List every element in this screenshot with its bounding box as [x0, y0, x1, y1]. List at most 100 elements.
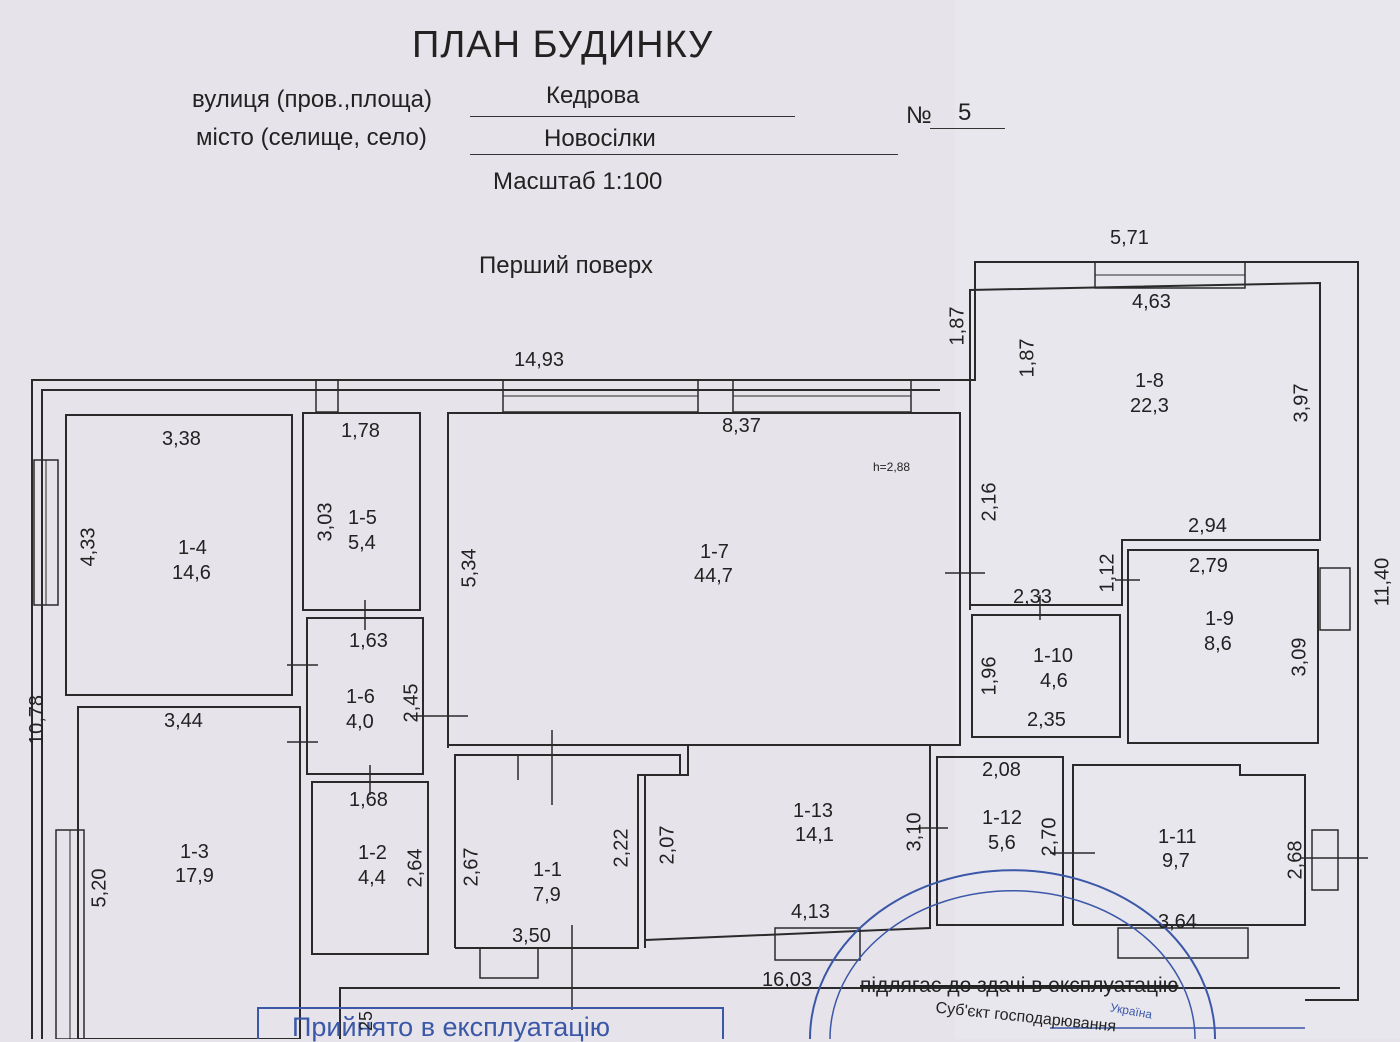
dim-r19-h: 3,09 — [1288, 637, 1311, 677]
dim-r15-w: 1,78 — [341, 420, 380, 442]
dim-r11-w: 3,50 — [512, 925, 551, 947]
paper-fold-shade — [955, 0, 1400, 1039]
dim-r19-w: 2,79 — [1189, 555, 1228, 577]
number-underline — [930, 128, 1005, 129]
dim-notch: 1,87 — [946, 306, 969, 346]
room-1-7-area: 44,7 — [694, 565, 733, 587]
window-right — [1319, 567, 1351, 631]
number-label: № — [906, 102, 932, 129]
room-1-10-id: 1-10 — [1033, 645, 1074, 667]
room-1-10-outline — [971, 614, 1121, 738]
dim-r13-h: 5,20 — [88, 868, 111, 908]
accepted-stamp: Прийнято в експлуатацію — [292, 1012, 610, 1042]
dim-r113-h2: 3,10 — [903, 812, 926, 852]
room-1-9-area: 8,6 — [1204, 633, 1232, 655]
dim-r18-w: 4,63 — [1132, 291, 1171, 313]
room-1-4-area: 14,6 — [172, 562, 211, 584]
dim-top-left: 14,93 — [514, 349, 565, 371]
city-label: місто (селище, село) — [196, 124, 427, 151]
dim-r110-w1: 2,33 — [1013, 586, 1052, 608]
stamp-line-note: підлягає до здачі в експлуатацію — [860, 974, 1179, 997]
room-1-12-id: 1-12 — [982, 807, 1023, 829]
room-1-13-outline — [644, 744, 931, 948]
room-1-8-id: 1-8 — [1135, 370, 1164, 392]
dim-r13-w: 3,44 — [164, 710, 203, 732]
street-label: вулиця (пров.,площа) — [192, 86, 432, 113]
dim-r18-h2: 3,97 — [1290, 383, 1313, 423]
room-1-8-area: 22,3 — [1130, 395, 1169, 417]
stamp-circle — [809, 869, 1216, 1039]
dim-r18-w2: 2,94 — [1188, 515, 1227, 537]
city-value: Новосілки — [544, 125, 656, 152]
dim-r16-h: 2,45 — [400, 683, 423, 723]
room-1-4-outline — [65, 414, 293, 696]
room-1-3-area: 17,9 — [175, 865, 214, 887]
dim-r113-h1: 2,07 — [656, 825, 679, 865]
room-1-5-id: 1-5 — [348, 507, 377, 529]
room-1-13-area: 14,1 — [795, 824, 834, 846]
room-1-8-outline — [969, 281, 1321, 610]
dim-r113-w: 4,13 — [791, 901, 830, 923]
room-1-11-outline — [1072, 764, 1306, 926]
dim-r110-h: 1,96 — [978, 656, 1001, 696]
dim-top-right: 5,71 — [1110, 227, 1149, 249]
room-1-10-area: 4,6 — [1040, 670, 1068, 692]
dim-r11-h2: 2,22 — [610, 828, 633, 868]
room-1-9-outline — [1127, 549, 1319, 744]
outer-wall-bottom — [339, 987, 1340, 1039]
outer-wall — [31, 261, 1359, 1039]
window-bottom-1 — [479, 947, 539, 979]
room-1-12-outline — [936, 756, 1064, 926]
room-1-2-id: 1-2 — [358, 842, 387, 864]
room-1-4-id: 1-4 — [178, 537, 207, 559]
dim-right: 11,40 — [1371, 557, 1394, 607]
window-top-1 — [315, 379, 339, 413]
room-1-3-id: 1-3 — [180, 841, 209, 863]
dim-r19-h2: 1,12 — [1096, 553, 1119, 593]
dim-r112-h: 2,70 — [1038, 817, 1061, 857]
dim-r12-w: 1,68 — [349, 789, 388, 811]
room-1-5-area: 5,4 — [348, 532, 376, 554]
room-1-11-id: 1-11 — [1158, 826, 1197, 848]
dim-left: 10,78 — [26, 694, 49, 746]
dim-r18-h3: 2,16 — [978, 482, 1001, 522]
accepted-stamp-box — [257, 1007, 724, 1039]
dim-r111-h: 2,68 — [1284, 840, 1307, 880]
window-bottom-3 — [1117, 927, 1249, 959]
dim-r14-w: 3,38 — [162, 428, 201, 450]
street-value: Кедрова — [546, 82, 640, 109]
room-1-13-id: 1-13 — [793, 800, 834, 822]
dim-r16-w: 1,63 — [349, 630, 388, 652]
dim-r111-w: 3,64 — [1158, 911, 1197, 933]
dim-r112-w: 2,08 — [982, 759, 1021, 781]
room-1-5-outline — [302, 412, 421, 611]
city-underline — [470, 154, 898, 155]
window-bottom-2 — [774, 927, 861, 961]
page-title: ПЛАН БУДИНКУ — [412, 24, 714, 66]
room-1-6-id: 1-6 — [346, 686, 375, 708]
ceiling-height: h=2,88 — [873, 460, 911, 474]
outer-wall-inner-line — [41, 389, 940, 1039]
fragment-dim: 25 — [356, 1010, 377, 1032]
dim-r110-w2: 2,35 — [1027, 709, 1066, 731]
room-1-2-area: 4,4 — [358, 867, 386, 889]
street-underline — [470, 116, 795, 117]
room-1-6-area: 4,0 — [346, 711, 374, 733]
dim-r14-h: 4,33 — [77, 527, 100, 567]
dim-r18-h1: 1,87 — [1016, 338, 1039, 378]
floor-label: Перший поверх — [479, 252, 653, 279]
scale-label: Масштаб 1:100 — [493, 168, 663, 195]
window-right-low — [1311, 829, 1339, 891]
room-1-7-id: 1-7 — [700, 541, 729, 563]
room-1-1-area: 7,9 — [533, 884, 561, 906]
room-1-11-area: 9,7 — [1162, 850, 1190, 872]
dim-r17-h: 5,34 — [458, 548, 481, 588]
number-value: 5 — [958, 99, 972, 126]
room-1-3-outline — [77, 706, 301, 1039]
room-1-9-id: 1-9 — [1205, 608, 1234, 630]
room-1-12-area: 5,6 — [988, 832, 1016, 854]
room-1-1-id: 1-1 — [533, 859, 562, 881]
dim-r15-h: 3,03 — [314, 502, 337, 542]
room-1-1-outline — [454, 754, 681, 949]
